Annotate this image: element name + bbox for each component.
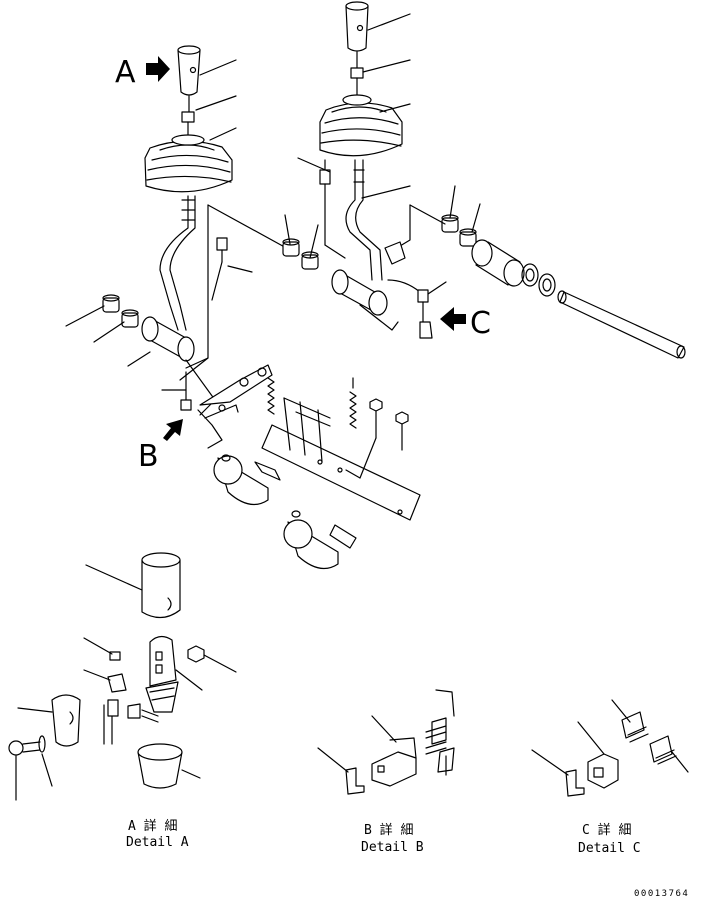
detail-a-en: Detail A (126, 835, 189, 850)
springs (267, 377, 357, 429)
right-bushing-4 (459, 228, 477, 247)
left-nut (181, 111, 195, 123)
linkage-arms (180, 359, 273, 449)
connector-c (417, 289, 433, 339)
detail-b-en: Detail B (361, 840, 424, 855)
small-nut (180, 399, 192, 411)
right-switch (319, 159, 346, 259)
shaft (557, 290, 686, 359)
right-boot (319, 94, 403, 157)
drawing-number: 00013764 (634, 889, 689, 899)
washer-2 (538, 273, 556, 297)
detail-c-parts (531, 699, 689, 797)
leader-lines (65, 13, 481, 391)
arrow-b-icon (163, 419, 183, 441)
left-boot (144, 134, 233, 193)
detail-c-en: Detail C (578, 841, 641, 856)
left-bushing-2 (121, 309, 139, 328)
callout-c: C (470, 306, 491, 341)
left-bushing-1 (102, 294, 120, 313)
bolts (369, 398, 409, 451)
mounting-plate (261, 397, 421, 521)
detail-c-jp: C 詳 細 (582, 822, 631, 838)
solenoid-2 (283, 510, 357, 570)
detail-b-parts (317, 689, 455, 795)
detail-a-parts (8, 552, 237, 801)
detail-a-jp: A 詳 細 (128, 818, 177, 834)
arrow-a-icon (146, 56, 170, 82)
right-pivot-cylinder (331, 269, 399, 331)
left-lever-assembly (102, 45, 421, 570)
arrow-c-icon (440, 307, 466, 331)
right-bushing-2 (301, 251, 319, 270)
callout-a: A (115, 55, 136, 90)
washer-1 (521, 263, 539, 287)
callout-b: B (138, 439, 159, 474)
right-bushing-1 (282, 238, 300, 257)
left-switch (211, 237, 228, 301)
solenoid-1 (213, 454, 281, 506)
right-nut (350, 67, 364, 79)
left-pivot-cylinder (141, 316, 195, 362)
right-lever-assembly (282, 1, 686, 359)
sleeve (471, 239, 525, 287)
detail-b-jp: B 詳 細 (364, 822, 413, 838)
